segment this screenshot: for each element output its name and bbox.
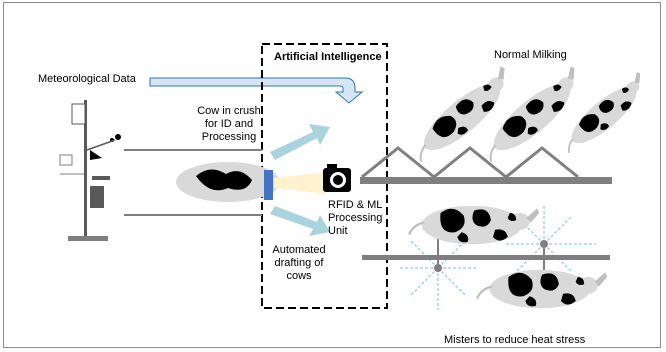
crush-gate	[264, 170, 273, 200]
cow-in-crush	[176, 162, 280, 202]
drafting-arrow-up	[270, 124, 330, 160]
camera-icon	[323, 164, 351, 192]
cow-crush-label: Cow in crush for ID and Processing	[197, 105, 261, 143]
rfid-label: RFID & ML Processing Unit	[328, 199, 383, 237]
mister-cow-1	[407, 204, 541, 246]
scan-beam	[274, 172, 326, 194]
mister-cow-2	[475, 268, 609, 310]
misters-label: Misters to reduce heat stress	[444, 334, 586, 346]
milking-platform	[360, 146, 612, 184]
drafting-label: Automated drafting of cows	[272, 244, 326, 282]
weather-station-icon	[59, 100, 121, 241]
ai-title: Artificial Intelligence	[274, 51, 382, 63]
diagram-frame	[3, 2, 661, 348]
drafting-arrow-down	[270, 206, 330, 236]
ai-box	[261, 43, 388, 309]
meteorological-data-arrow	[149, 77, 364, 104]
meteorological-data-label: Meteorological Data	[38, 73, 136, 85]
normal-milking-label: Normal Milking	[494, 49, 567, 61]
